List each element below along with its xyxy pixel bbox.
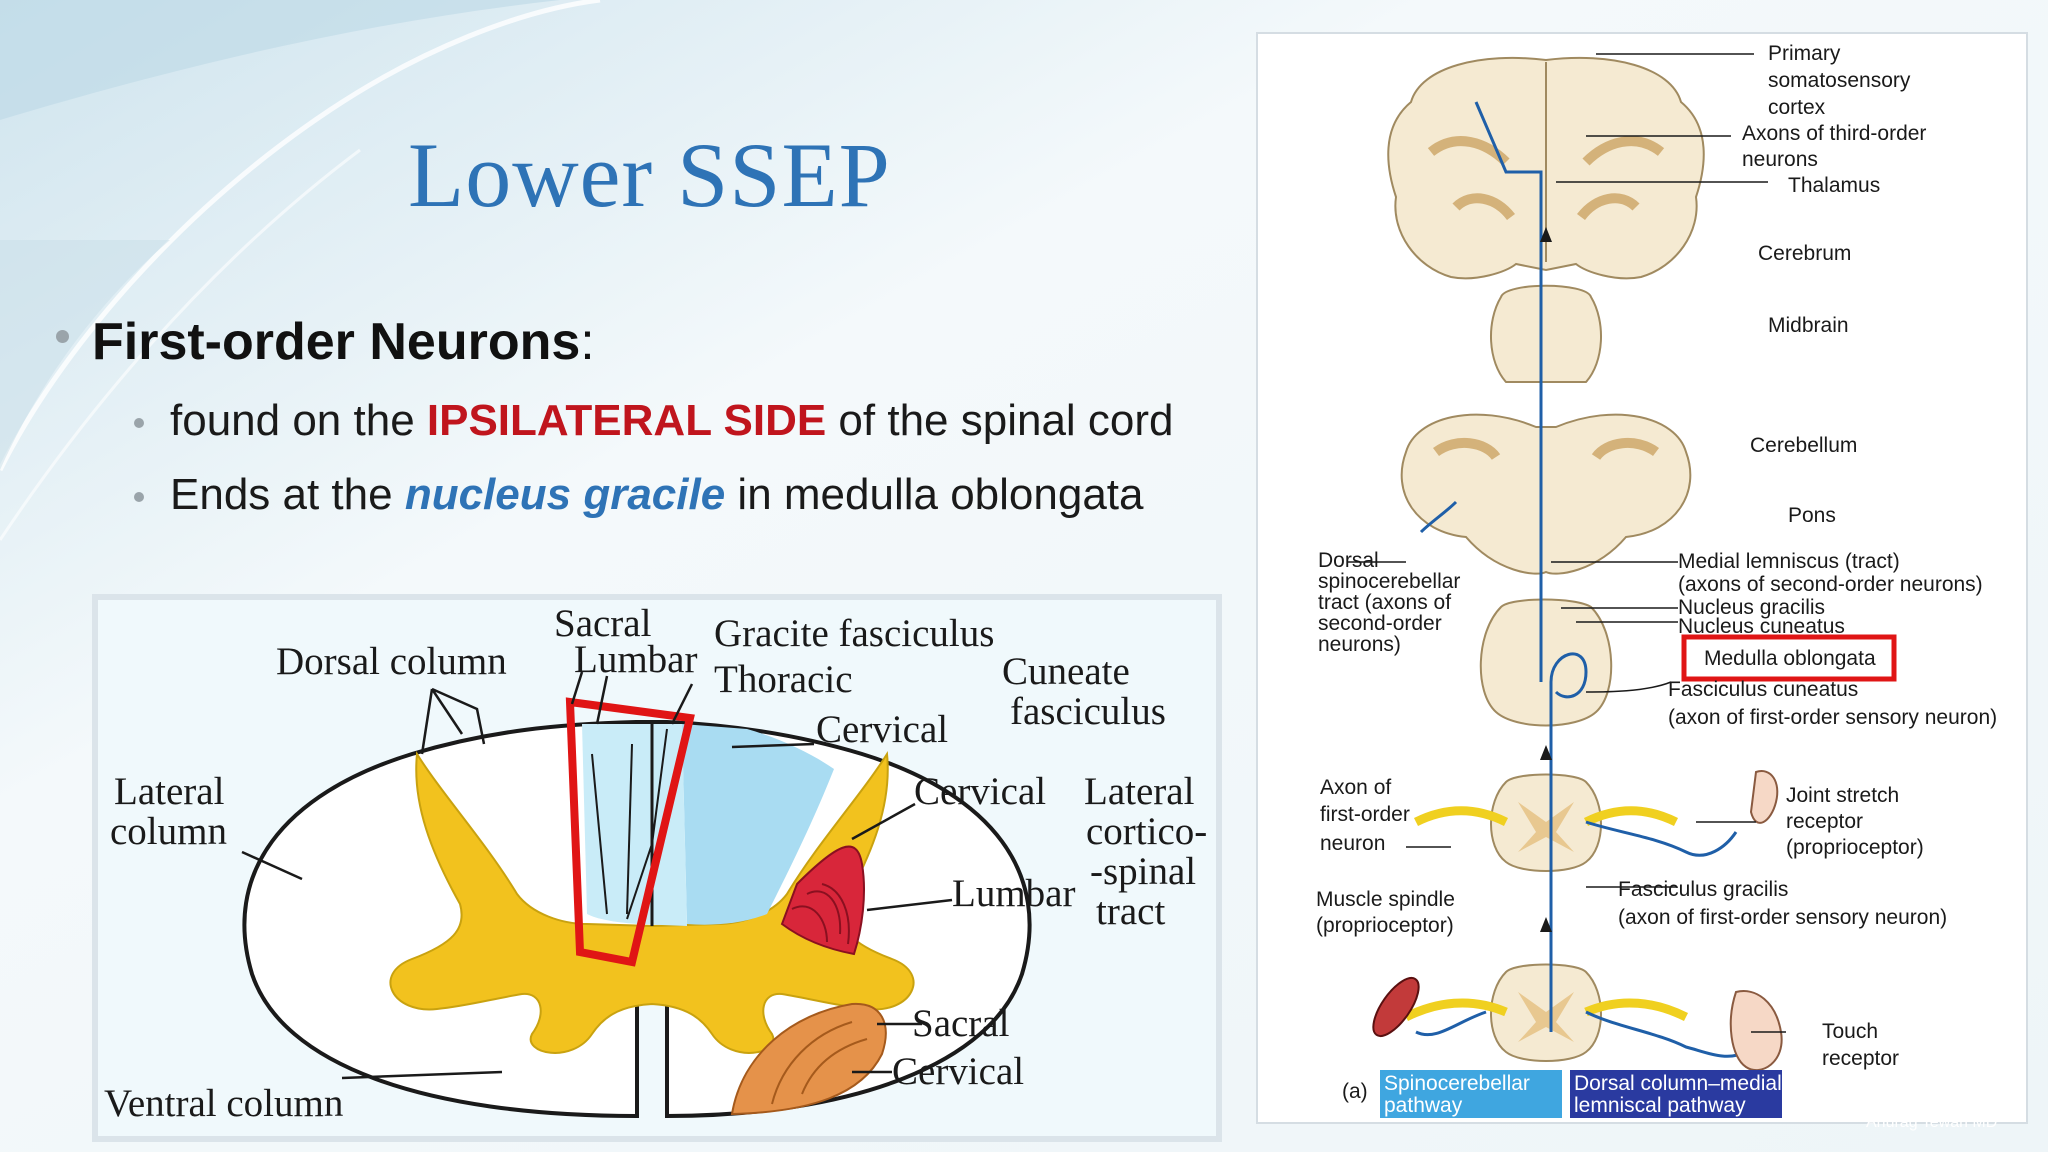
label-lat-cs-3: -spinal [1090, 850, 1196, 893]
label-dorsal-column: Dorsal column [276, 640, 507, 683]
label-dorsal-spino-4: second-order [1318, 612, 1442, 635]
label-joint-3: (proprioceptor) [1786, 836, 1924, 859]
lateral-corticospinal-tract [780, 845, 865, 956]
bullet-ipsilateral: found on the IPSILATERAL SIDE of the spi… [170, 396, 1174, 446]
peripheral-nerves [1403, 806, 1689, 1022]
label-axon-first-3: neuron [1320, 832, 1385, 855]
gray-matter [389, 750, 915, 1054]
label-medial-lemniscus-1: Medial lemniscus (tract) [1678, 550, 1900, 573]
label-fasc-cuneatus-1: Fasciculus cuneatus [1668, 678, 1858, 701]
label-ventral-column: Ventral column [104, 1082, 343, 1125]
joint-receptor-icon [1749, 770, 1779, 824]
label-cervical-bottom: Cervical [892, 1050, 1024, 1093]
label-lat-cs-1: Lateral [1084, 770, 1195, 813]
label-nucleus-cuneatus: Nucleus cuneatus [1678, 615, 1845, 638]
label-touch-2: receptor [1822, 1047, 1899, 1070]
highlight-box-medulla [1681, 634, 1897, 682]
label-thoracic: Thoracic [714, 658, 853, 701]
highlight-box-gracile [565, 697, 695, 967]
label-joint-1: Joint stretch [1786, 784, 1899, 807]
label-medulla: Medulla oblongata [1704, 647, 1876, 670]
label-cervical-top: Cervical [816, 708, 948, 751]
legend-dorsal-column-1: Dorsal column–medial [1574, 1072, 1782, 1095]
ventral-spinothalamic-tract [730, 1002, 887, 1116]
label-axons-third-1: Axons of third-order [1742, 122, 1926, 145]
label-panel-a: (a) [1342, 1080, 1368, 1103]
label-dorsal-spino-5: neurons) [1318, 633, 1401, 656]
spinal-cord-cross-section: Sacral Lumbar Gracite fasciculus Dorsal … [92, 594, 1222, 1142]
cerebrum-section [1387, 56, 1705, 280]
slide-title: Lower SSEP [408, 124, 891, 226]
label-fasc-cuneatus-2: (axon of first-order sensory neuron) [1668, 706, 1997, 729]
label-lat-cs-2: cortico- [1086, 810, 1207, 853]
dcml-pathway-lines [1415, 101, 1747, 1058]
bullet-heading-colon: : [580, 313, 595, 371]
label-sacral-top: Sacral [554, 602, 652, 645]
label-medial-lemniscus-2: (axons of second-order neurons) [1678, 573, 1983, 596]
bullet-nucleus-gracile: Ends at the nucleus gracile in medulla o… [170, 470, 1144, 520]
dorsal-column-pathway-diagram: Primary somatosensory cortex Axons of th… [1256, 32, 2028, 1124]
label-cervical-mid: Cervical [914, 770, 1046, 813]
medulla-section [1479, 598, 1613, 727]
label-muscle-2: (proprioceptor) [1316, 914, 1454, 937]
label-axon-first-2: first-order [1320, 803, 1410, 826]
label-thalamus: Thalamus [1788, 174, 1880, 197]
label-fasc-gracilis-2: (axon of first-order sensory neuron) [1618, 906, 1947, 929]
lumbar-spinal-segment [1490, 963, 1602, 1062]
label-dorsal-spino-2: spinocerebellar [1318, 570, 1460, 593]
label-pons: Pons [1788, 504, 1836, 527]
legend-dorsal-column-box [1570, 1070, 1782, 1118]
label-fasc-gracilis-1: Fasciculus gracilis [1618, 878, 1788, 901]
emphasis-nucleus-gracile: nucleus gracile [404, 470, 726, 519]
legend-dorsal-column-2: lemniscal pathway [1574, 1094, 1746, 1117]
label-dorsal-spino-3: tract (axons of [1318, 591, 1451, 614]
bullet-dot [56, 330, 69, 343]
bullet-heading: First-order Neurons [92, 313, 581, 371]
bullet-text: in medulla oblongata [725, 470, 1144, 519]
label-lateral-column-1: Lateral [114, 770, 225, 813]
midbrain-section [1490, 284, 1602, 383]
label-cerebellum: Cerebellum [1750, 434, 1857, 457]
label-cuneate-1: Cuneate [1002, 650, 1130, 693]
label-cerebrum: Cerebrum [1758, 242, 1851, 265]
bullet-first-order: First-order Neurons: [92, 312, 595, 372]
bullet-text: of the spinal cord [826, 396, 1174, 445]
emphasis-ipsilateral: IPSILATERAL SIDE [426, 396, 827, 445]
label-axons-third-2: neurons [1742, 148, 1818, 171]
bullet-text: found on the [170, 396, 427, 445]
label-gracile-fasciculus: Gracite fasciculus [714, 612, 994, 655]
foot-touch-receptor-icon [1729, 990, 1783, 1072]
label-lat-cs-4: tract [1096, 890, 1165, 933]
author-credit: Anurag Tewari MD [1866, 1114, 1998, 1131]
label-muscle-1: Muscle spindle [1316, 888, 1455, 911]
label-touch-1: Touch [1822, 1020, 1878, 1043]
cuneate-fasciculus-region [682, 724, 834, 925]
label-lumbar-mid: Lumbar [952, 872, 1075, 915]
label-midbrain: Midbrain [1768, 314, 1849, 337]
label-primary-2: somatosensory [1768, 69, 1911, 92]
label-primary-1: Primary [1768, 42, 1841, 65]
cervical-spinal-segment [1490, 773, 1602, 872]
label-lumbar-top: Lumbar [574, 638, 697, 681]
label-joint-2: receptor [1786, 810, 1863, 833]
legend-spinocerebellar-box [1380, 1070, 1562, 1118]
label-nucleus-gracilis: Nucleus gracilis [1678, 596, 1825, 619]
cerebellum-pons-section [1400, 413, 1692, 575]
bullet-text: Ends at the [170, 470, 405, 519]
label-primary-3: cortex [1768, 96, 1826, 119]
label-cuneate-2: fasciculus [1010, 690, 1166, 733]
legend-spinocerebellar-1: Spinocerebellar [1384, 1072, 1530, 1095]
label-dorsal-spino-1: Dorsal [1318, 549, 1379, 572]
bullet-dot [134, 492, 144, 502]
label-axon-first-1: Axon of [1320, 776, 1391, 799]
bullet-dot [134, 418, 144, 428]
label-lateral-column-2: column [110, 810, 227, 853]
legend-spinocerebellar-2: pathway [1384, 1094, 1463, 1117]
muscle-spindle-icon [1372, 977, 1420, 1037]
label-sacral-bottom: Sacral [912, 1002, 1010, 1045]
